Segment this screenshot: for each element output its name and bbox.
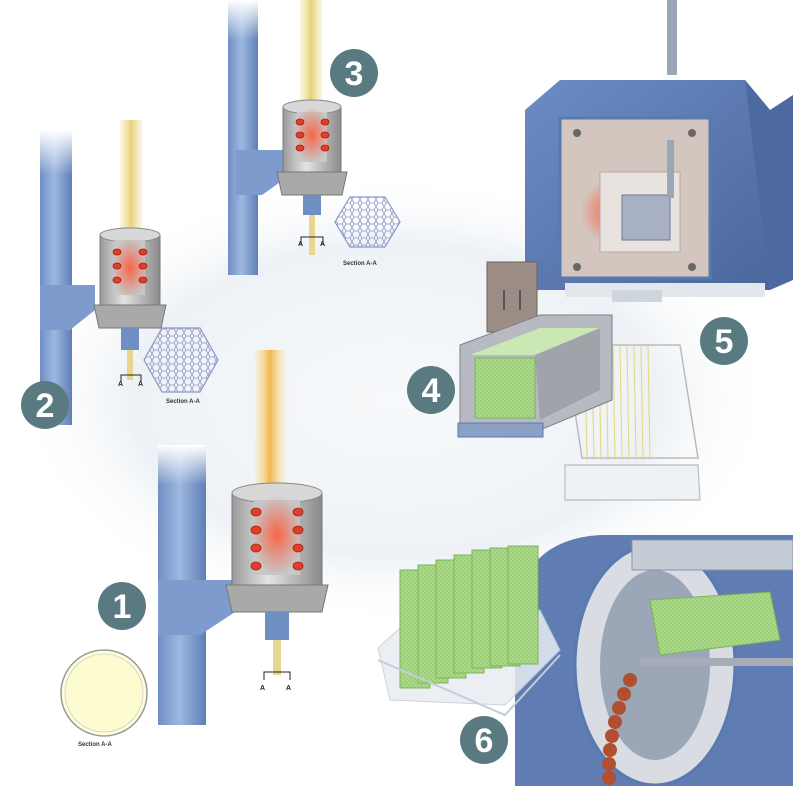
step-badge-1: 1: [98, 582, 146, 630]
section-1-marker-right: A: [286, 685, 291, 692]
step-number-3: 3: [345, 55, 364, 93]
step-number-6: 6: [475, 722, 494, 760]
step-number-5: 5: [715, 323, 734, 361]
section-2-marker-left: A: [118, 381, 123, 388]
stage-1-furnace: A A Section A-A: [60, 350, 329, 748]
step-badge-3: 3: [330, 49, 378, 97]
section-3-hex-cross-section: [334, 196, 401, 248]
section-1-label: Section A-A: [78, 742, 112, 748]
step-badge-4: 4: [407, 366, 455, 414]
step-badge-5: 5: [700, 317, 748, 365]
stage-5-oven: [525, 0, 793, 302]
stage-4-tray: [457, 261, 613, 438]
section-2-hex-cross-section: [143, 327, 219, 393]
stage-2-furnace: A A Section A-A: [40, 120, 219, 425]
step-badge-6: 6: [460, 716, 508, 764]
step-badge-2: 2: [21, 381, 69, 429]
section-3-label: Section A-A: [343, 261, 377, 267]
stage-6-cutting-machine: [515, 535, 793, 786]
section-2-marker-right: A: [138, 381, 143, 388]
section-1-marker-left: A: [260, 685, 265, 692]
section-3-marker-left: A: [298, 241, 303, 248]
step-number-4: 4: [422, 372, 441, 410]
section-3-marker-right: A: [320, 241, 325, 248]
stage-3-furnace: A A Section A-A: [228, 0, 401, 275]
section-2-label: Section A-A: [166, 399, 200, 405]
stage-6-sample-tray: [377, 545, 561, 717]
step-number-1: 1: [113, 588, 132, 626]
step-number-2: 2: [36, 387, 55, 425]
